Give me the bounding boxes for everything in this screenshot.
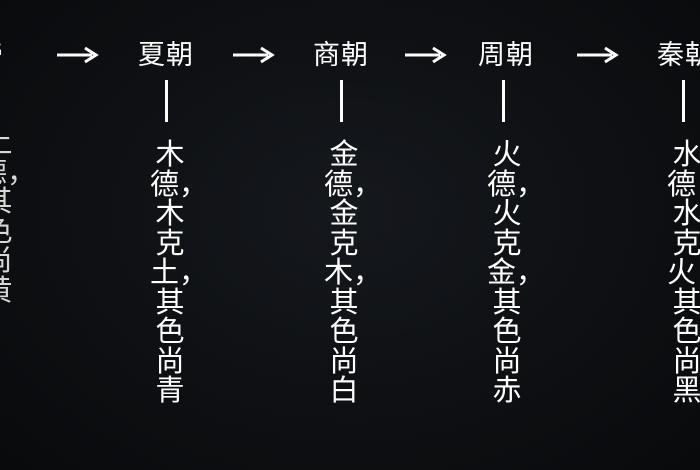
dynasty-virtue-qin: 水德，水克火，其色尚黑 xyxy=(667,137,700,407)
arrow-right-icon xyxy=(233,46,275,64)
connector-line-qin xyxy=(682,80,685,122)
arrow-right-icon xyxy=(57,46,99,64)
connector-line-xia xyxy=(165,80,168,122)
connector-line-zhou xyxy=(502,80,505,122)
dynasty-label-xia: 夏朝 xyxy=(138,40,194,71)
dynasty-virtue-zhou: 火德，火克金，其色尚赤 xyxy=(487,137,546,407)
dynasty-label-qin: 秦朝 xyxy=(657,40,700,71)
arrow-right-icon xyxy=(405,46,447,64)
dynasty-virtue-shang: 金德，金克木，其色尚白 xyxy=(324,137,383,407)
connector-line-shang xyxy=(340,80,343,122)
dynasty-label-zhou: 周朝 xyxy=(478,40,534,71)
dynasty-virtue-xia: 木德，木克土，其色尚青 xyxy=(150,137,209,407)
dynasty-label-huangdi: 帝 xyxy=(0,36,4,76)
arrow-right-icon xyxy=(577,46,619,64)
dynasty-virtue-huangdi: 土德，其色尚黄 xyxy=(0,127,37,304)
dynasty-label-shang: 商朝 xyxy=(313,40,369,71)
